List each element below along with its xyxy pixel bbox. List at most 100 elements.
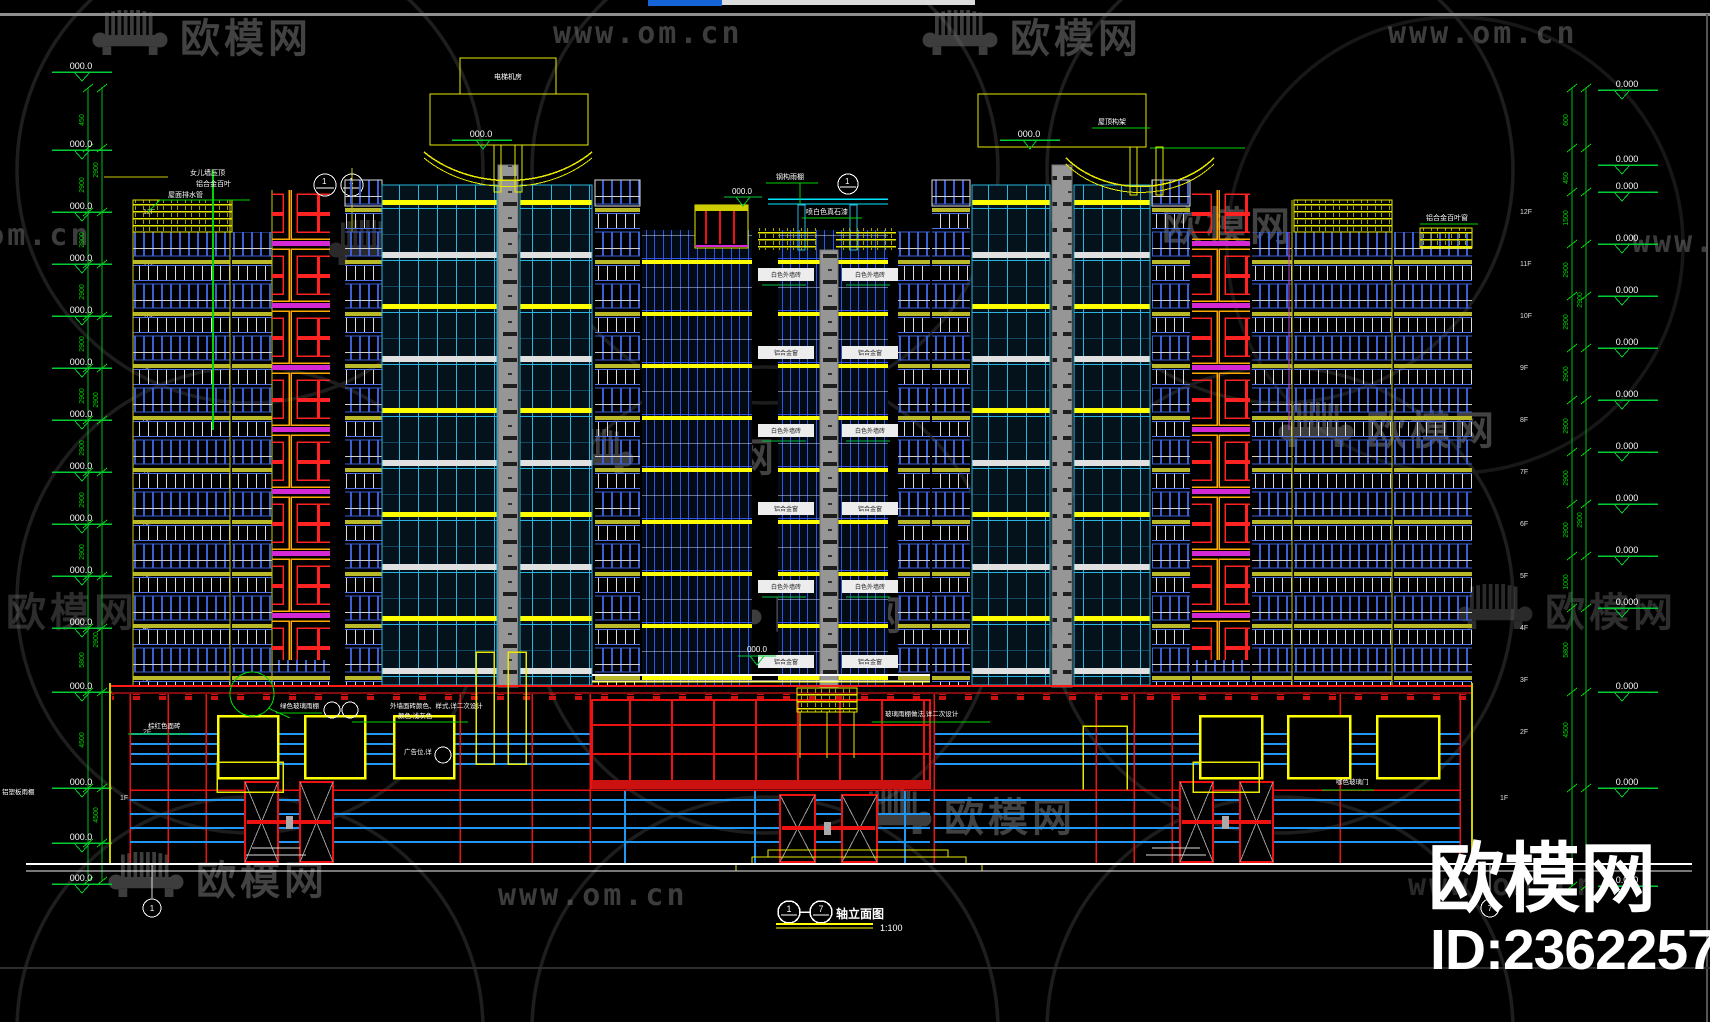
watermark-logo: 欧模网 [556,425,778,483]
svg-text:000.0: 000.0 [470,129,493,139]
svg-text:4F: 4F [143,625,151,632]
svg-text:钢构雨棚: 钢构雨棚 [776,172,804,181]
svg-text:2900: 2900 [1563,522,1570,538]
svg-text:12F: 12F [1520,209,1532,216]
svg-text:5800: 5800 [79,652,86,668]
svg-text:000.0: 000.0 [732,187,753,196]
podium-notes: 外墙面砖颜色、样式,详二次设计 颜色:浅灰色 玻璃雨棚做法,详二次设计 棕红色面… [2,701,1374,796]
svg-text:4500: 4500 [79,732,86,748]
svg-text:2900: 2900 [93,162,100,178]
watermark-logo: 欧模网 [920,6,1142,64]
drawing-title: 轴立面图 [836,906,884,921]
svg-text:9F: 9F [143,365,151,372]
watermark-url: www.om.cn [1388,16,1578,51]
model-id-label: ID:2362257 [1430,918,1710,982]
svg-text:3F: 3F [143,677,151,684]
svg-text:2900: 2900 [1563,366,1570,382]
svg-text:2900: 2900 [79,388,86,404]
watermark-logo: 欧模网 [326,216,548,274]
svg-text:10F: 10F [1520,313,1532,320]
svg-text:白色外墙砖: 白色外墙砖 [855,271,885,279]
site-brand-logo: 欧模网 [1428,837,1656,922]
svg-text:2900: 2900 [93,392,100,408]
svg-text:2900: 2900 [1563,262,1570,278]
svg-text:2900: 2900 [79,440,86,456]
detail-bubbles [313,173,364,197]
drawing-scale: 1:100 [880,923,903,933]
axis-bubbles: 1 7 [142,864,1500,918]
svg-text:棕红色面砖: 棕红色面砖 [148,721,181,730]
svg-text:9F: 9F [1520,365,1528,372]
svg-text:外墙面砖颜色、样式,详二次设计: 外墙面砖颜色、样式,详二次设计 [390,701,483,710]
svg-text:12F: 12F [143,209,155,216]
entrance-steps [735,849,983,872]
svg-text:600: 600 [1563,114,1570,126]
watermark-url: www.om.cn [498,878,688,913]
title-block: 1 7 轴立面图 1:100 [776,900,903,933]
svg-text:1: 1 [349,177,354,186]
svg-text:11F: 11F [1520,261,1532,268]
top-border-line [0,13,1710,16]
svg-text:2900: 2900 [79,284,86,300]
watermark-brand-text: 欧模网 [180,17,312,61]
annotations-top-left: 女儿墙压顶 铝合金百叶 屋面排水管 [147,168,250,213]
svg-text:白色外墙砖: 白色外墙砖 [771,271,801,279]
dimension-chain-left: 450 2900 2900 2900 2900 2900 2900 2900 2… [51,60,168,894]
right-border-line [1706,14,1708,1022]
bottom-border-line [0,967,1710,969]
svg-text:1500: 1500 [1563,210,1570,226]
svg-text:1: 1 [322,177,327,186]
top-edge-white-strip [722,0,975,5]
svg-text:铝塑板雨棚: 铝塑板雨棚 [2,787,35,796]
watermark-logo: 欧模网 [684,583,906,641]
svg-text:铝合金窗: 铝合金窗 [858,505,882,513]
roof-structure-left: 电梯机房 000.0 [423,57,593,193]
svg-text:450: 450 [1563,172,1570,184]
svg-text:7F: 7F [1520,469,1528,476]
svg-text:颜色:浅灰色: 颜色:浅灰色 [398,711,433,720]
svg-text:铝合金窗: 铝合金窗 [774,349,798,357]
svg-text:铝合金窗: 铝合金窗 [858,658,882,666]
svg-text:2900: 2900 [79,177,86,193]
svg-text:2900: 2900 [1563,314,1570,330]
watermark-logo: 欧模网 [854,785,1076,843]
svg-text:2F: 2F [143,729,151,736]
svg-text:000.0: 000.0 [1018,129,1041,139]
svg-text:1: 1 [786,904,791,914]
dimension-chain-right: 600 450 1500 2900 2900 2900 2900 2900 29… [1563,78,1659,896]
entrance-doors [244,781,1274,863]
watermark-logo: 欧模网 [1455,580,1677,638]
watermark-url: www.om.cn [1408,868,1598,903]
svg-text:4500: 4500 [1563,722,1570,738]
svg-text:000.0: 000.0 [747,645,768,654]
watermark-url: www. [1632,225,1710,260]
svg-text:电梯机房: 电梯机房 [494,72,522,81]
svg-text:2900: 2900 [79,544,86,560]
svg-text:3F: 3F [1520,677,1528,684]
top-edge-blue-strip [648,0,722,6]
svg-text:铝合金百叶窗: 铝合金百叶窗 [1426,213,1468,222]
svg-text:2900: 2900 [1563,470,1570,486]
watermark-logo: 欧模网 [6,591,138,635]
svg-text:铝合金百叶: 铝合金百叶 [196,179,231,188]
svg-text:铝合金窗: 铝合金窗 [774,658,798,666]
svg-text:2900: 2900 [1577,512,1584,528]
svg-text:10F: 10F [143,313,155,320]
svg-text:6F: 6F [143,521,151,528]
svg-text:绿色玻璃雨棚: 绿色玻璃雨棚 [280,701,320,710]
watermark-url: www.om.cn [553,16,743,51]
svg-text:铝合金窗: 铝合金窗 [858,349,882,357]
svg-text:2900: 2900 [79,492,86,508]
podium: 外墙面砖颜色、样式,详二次设计 颜色:浅灰色 玻璃雨棚做法,详二次设计 棕红色面… [2,651,1473,872]
svg-text:11F: 11F [143,261,155,268]
svg-text:铝合金窗: 铝合金窗 [774,505,798,513]
svg-text:5F: 5F [1520,573,1528,580]
svg-text:咖色玻璃门: 咖色玻璃门 [1336,777,1369,786]
svg-text:5800: 5800 [1563,642,1570,658]
svg-text:2F: 2F [1520,729,1528,736]
svg-text:女儿墙压顶: 女儿墙压顶 [190,168,225,177]
svg-text:2900: 2900 [1563,418,1570,434]
svg-text:屋顶构架: 屋顶构架 [1098,117,1126,126]
